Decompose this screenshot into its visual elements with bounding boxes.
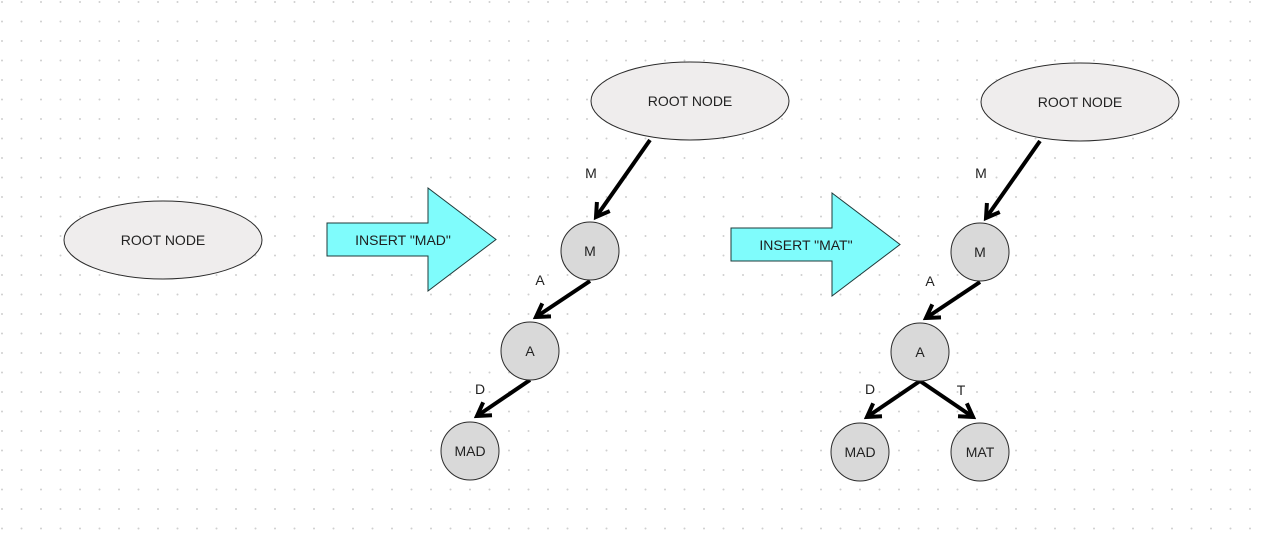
stage-after-mad: ROOT NODE M A M A D (440, 61, 790, 481)
trie-node-m (560, 221, 620, 281)
edge-label-root-m: M (585, 165, 597, 181)
root-node-label: ROOT NODE (648, 93, 733, 109)
edge-a-mad (475, 378, 532, 418)
trie-node-label-mad: MAD (844, 444, 875, 460)
edge-a-mat (918, 379, 975, 419)
root-node (590, 61, 790, 141)
root-node-label: ROOT NODE (1038, 94, 1123, 110)
edge-label-a-mad: D (475, 381, 485, 397)
transition-arrow-label: INSERT "MAT" (759, 237, 852, 253)
stage-initial: ROOT NODE (63, 200, 263, 280)
edge-root-m (984, 139, 1042, 220)
trie-node-label-m: M (974, 244, 986, 260)
edge-label-a-mad: D (865, 381, 875, 397)
edges-after-mat: M A D T (863, 139, 1042, 420)
root-node-label: ROOT NODE (121, 232, 206, 248)
trie-node-mad (440, 421, 500, 481)
root-node (63, 200, 263, 280)
transition-arrow-2: INSERT "MAT" (730, 191, 901, 298)
edge-label-m-a: A (535, 272, 545, 288)
transition-arrow-1: INSERT "MAD" (326, 186, 497, 293)
edge-label-a-mat: T (957, 382, 966, 398)
trie-node-label-a: A (525, 343, 535, 359)
transition-arrow-label: INSERT "MAD" (355, 232, 451, 248)
trie-node-mat (950, 422, 1010, 482)
edge-arrowhead-m-a (922, 303, 942, 321)
trie-node-a (500, 321, 560, 381)
edge-label-m-a: A (925, 273, 935, 289)
transition-arrow-shape (730, 191, 901, 298)
edge-a-mad (865, 379, 922, 419)
edge-m-a (534, 279, 592, 319)
transition-arrow-shape (326, 186, 497, 293)
trie-node-label-a: A (915, 344, 925, 360)
trie-node-label-m: M (584, 243, 596, 259)
edge-arrowhead-m-a (532, 302, 552, 320)
edges-after-mad: M A D (473, 138, 652, 419)
trie-node-mad (830, 422, 890, 482)
trie-node-a (890, 322, 950, 382)
root-node (980, 62, 1180, 142)
edge-arrowhead-a-mad (863, 402, 883, 420)
edge-m-a (924, 280, 982, 320)
edge-arrowhead-a-mat (957, 402, 977, 420)
edge-arrowhead-a-mad (473, 401, 493, 419)
trie-node-label-mat: MAT (966, 444, 995, 460)
trie-node-m (950, 222, 1010, 282)
edge-root-m (594, 138, 652, 219)
edge-arrowhead-root-m (983, 202, 1001, 222)
edge-arrowhead-root-m (593, 201, 611, 221)
trie-node-label-mad: MAD (454, 443, 485, 459)
edge-label-root-m: M (975, 165, 987, 181)
